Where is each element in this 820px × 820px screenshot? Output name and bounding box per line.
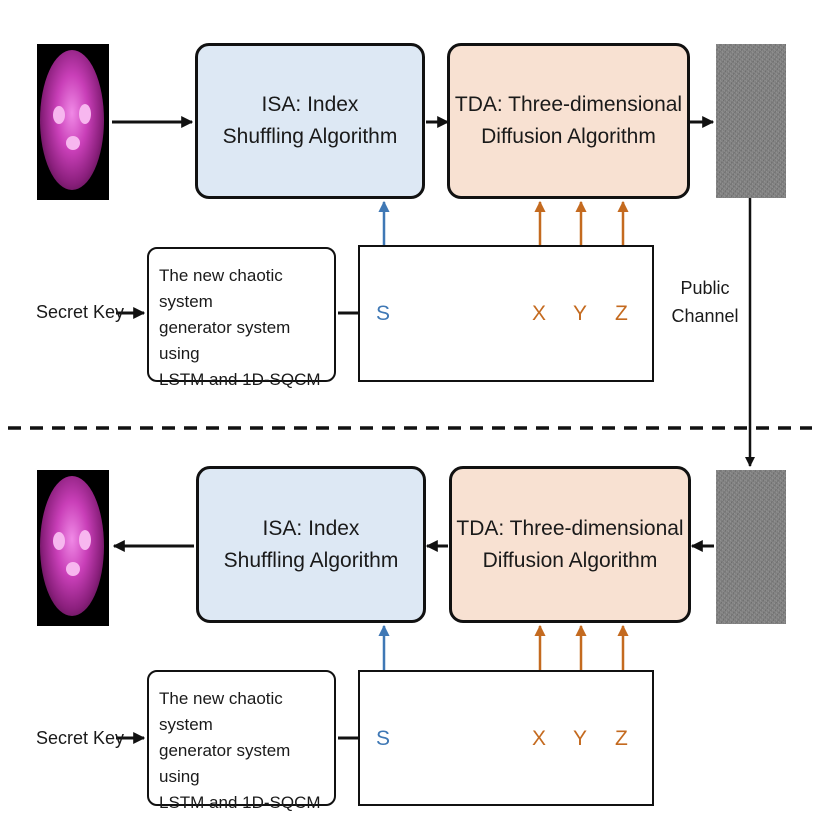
isa-title-line2: Shuffling Algorithm bbox=[222, 125, 398, 148]
tda-box-bottom: TDA: Three-dimensional Diffusion Algorit… bbox=[449, 466, 691, 623]
key-s-label-bottom: S bbox=[376, 727, 391, 750]
public-channel-line2: Channel bbox=[671, 306, 739, 326]
public-channel-label: Public Channel bbox=[670, 274, 740, 330]
generator-text-line2: generator system using bbox=[159, 741, 291, 786]
plain-image-input bbox=[37, 44, 109, 200]
generator-text-line2: generator system using bbox=[159, 318, 291, 363]
isa-title-line1: ISA: Index bbox=[261, 93, 359, 116]
chaotic-generator-box-bottom: The new chaotic system generator system … bbox=[147, 670, 336, 812]
cipher-image-output bbox=[716, 44, 786, 198]
tda-title-line2: Diffusion Algorithm bbox=[482, 548, 658, 572]
key-z-label-bottom: Z bbox=[615, 727, 628, 750]
tda-box-top: TDA: Three-dimensional Diffusion Algorit… bbox=[447, 43, 690, 199]
isa-title-line1: ISA: Index bbox=[262, 516, 360, 540]
key-x-label-top: X bbox=[532, 302, 547, 325]
plain-image-ct-scan bbox=[40, 50, 104, 190]
key-x-label-bottom: X bbox=[532, 727, 547, 750]
generator-text-line3: LSTM and 1D-SQCM bbox=[159, 370, 321, 389]
generator-text-line1: The new chaotic system bbox=[159, 266, 283, 311]
plain-image-output bbox=[37, 470, 109, 626]
key-s-label-top: S bbox=[376, 302, 391, 325]
isa-box-top: ISA: Index Shuffling Algorithm bbox=[195, 43, 425, 199]
key-y-label-top: Y bbox=[573, 302, 588, 325]
secret-key-label-top: Secret Key bbox=[36, 302, 125, 322]
secret-key-label-bottom: Secret Key bbox=[36, 728, 125, 748]
isa-title-line2: Shuffling Algorithm bbox=[223, 548, 399, 572]
keystream-frame-bottom bbox=[358, 670, 654, 806]
tda-title-line1: TDA: Three-dimensional bbox=[456, 516, 684, 540]
cipher-image-input bbox=[716, 470, 786, 624]
key-y-label-bottom: Y bbox=[573, 727, 588, 750]
public-channel-line1: Public bbox=[680, 278, 730, 298]
isa-box-bottom: ISA: Index Shuffling Algorithm bbox=[196, 466, 426, 623]
chaotic-generator-box-top: The new chaotic system generator system … bbox=[147, 247, 336, 389]
generator-text-line3: LSTM and 1D-SQCM bbox=[159, 793, 321, 812]
decrypted-image-ct-scan bbox=[40, 476, 104, 616]
tda-title-line2: Diffusion Algorithm bbox=[481, 125, 656, 148]
generator-text-line1: The new chaotic system bbox=[159, 689, 283, 734]
keystream-frame-top bbox=[358, 245, 654, 382]
tda-title-line1: TDA: Three-dimensional bbox=[454, 93, 683, 116]
key-z-label-top: Z bbox=[615, 302, 628, 325]
